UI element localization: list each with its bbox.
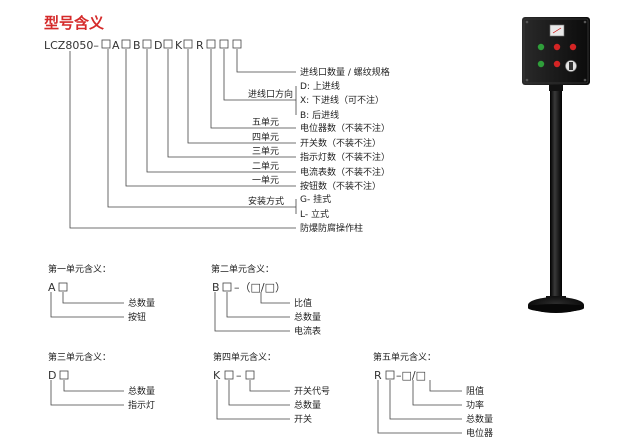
unit2-label-ratio: 比值 — [294, 297, 312, 309]
code-box — [219, 39, 229, 49]
unit4-suffix: – — [236, 369, 242, 382]
unit5-title: 第五单元含义： — [373, 351, 436, 363]
pole — [550, 91, 562, 297]
unit1-title: 第一单元含义： — [48, 263, 111, 275]
unit3-label-qty: 总数量 — [128, 385, 155, 397]
unit3-code: D — [48, 369, 56, 382]
label-inlet-direction: 进线口方向 — [248, 88, 293, 100]
unit5-label-power: 功率 — [466, 399, 484, 411]
label-ports: 进线口数量 / 螺纹规格 — [300, 66, 390, 78]
label-lamp: 指示灯数（不装不注） — [300, 151, 390, 163]
label-unit3: 三单元 — [252, 145, 279, 157]
operating-column-illustration — [522, 17, 590, 313]
code-box — [183, 39, 193, 49]
label-pot: 电位器数（不装不注） — [300, 122, 390, 134]
unit2-code: B — [212, 281, 220, 294]
label-product: 防爆防腐操作柱 — [300, 222, 363, 234]
unit4-diagram: 第四单元含义： K – 开关代号 总数量 开关 — [213, 351, 330, 425]
label-unit2: 二单元 — [252, 160, 279, 172]
unit4-label-qty: 总数量 — [294, 399, 321, 411]
label-unit5: 五单元 — [252, 116, 279, 128]
label-switch: 开关数（不装不注） — [300, 137, 381, 149]
label-stand: L- 立式 — [300, 208, 329, 220]
unit5-code: R — [374, 369, 382, 382]
label-hang: G- 挂式 — [300, 193, 331, 205]
label-button: 按钮数（不装不注） — [300, 180, 381, 192]
unit4-label-code: 开关代号 — [294, 385, 330, 397]
unit4-code: K — [213, 369, 221, 382]
label-dir-b: B: 后进线 — [300, 109, 339, 121]
green-button-icon — [537, 60, 545, 68]
unit3-diagram: 第三单元含义： D 总数量 指示灯 — [48, 351, 155, 411]
code-box — [121, 39, 131, 49]
model-code: LCZ8050– A B D K R — [44, 39, 242, 52]
code-letter-d: D — [154, 39, 162, 52]
unit5-label-pot: 电位器 — [466, 427, 493, 439]
model-prefix: LCZ8050– — [44, 39, 99, 52]
page-title: 型号含义 — [44, 14, 104, 32]
unit2-suffix: –（□/□） — [234, 281, 286, 294]
code-box — [206, 39, 216, 49]
code-box — [232, 39, 242, 49]
unit3-title: 第三单元含义： — [48, 351, 111, 363]
code-box — [101, 39, 111, 49]
unit2-label-qty: 总数量 — [294, 311, 321, 323]
unit1-diagram: 第一单元含义： A 总数量 按钮 — [48, 263, 155, 323]
code-box — [142, 39, 152, 49]
red-button-icon — [569, 43, 577, 51]
code-letter-a: A — [112, 39, 120, 52]
main-leader-lines — [69, 49, 297, 229]
green-lamp-icon — [537, 43, 545, 51]
unit1-label-qty: 总数量 — [128, 297, 155, 309]
unit3-label-lamp: 指示灯 — [128, 399, 155, 411]
neck — [549, 85, 563, 91]
unit1-code: A — [48, 281, 56, 294]
label-ammeter: 电流表数（不装不注） — [300, 166, 390, 178]
unit2-label-ammeter: 电流表 — [294, 325, 321, 337]
red-lamp-icon — [553, 43, 561, 51]
code-letter-b: B — [133, 39, 141, 52]
unit4-label-switch: 开关 — [294, 413, 312, 425]
unit5-diagram: 第五单元含义： R –□/□ 阻值 功率 总数量 电位器 — [373, 351, 493, 439]
label-install: 安装方式 — [248, 195, 284, 207]
unit1-label-button: 按钮 — [128, 311, 146, 323]
unit4-title: 第四单元含义： — [213, 351, 276, 363]
main-labels: 进线口数量 / 螺纹规格 进线口方向 D: 上进线 X: 下进线（可不注） B:… — [248, 66, 390, 234]
unit5-label-resistance: 阻值 — [466, 385, 484, 397]
label-dir-x: X: 下进线（可不注） — [300, 94, 384, 106]
unit5-label-qty: 总数量 — [466, 413, 493, 425]
code-letter-r: R — [196, 39, 204, 52]
red-button-icon — [553, 60, 561, 68]
label-unit1: 一单元 — [252, 174, 279, 186]
label-dir-d: D: 上进线 — [300, 80, 340, 92]
label-unit4: 四单元 — [252, 131, 279, 143]
code-letter-k: K — [175, 39, 183, 52]
code-box — [163, 39, 173, 49]
unit5-suffix: –□/□ — [396, 369, 426, 382]
unit2-title: 第二单元含义： — [211, 263, 274, 275]
unit2-diagram: 第二单元含义： B –（□/□） 比值 总数量 电流表 — [211, 263, 321, 337]
